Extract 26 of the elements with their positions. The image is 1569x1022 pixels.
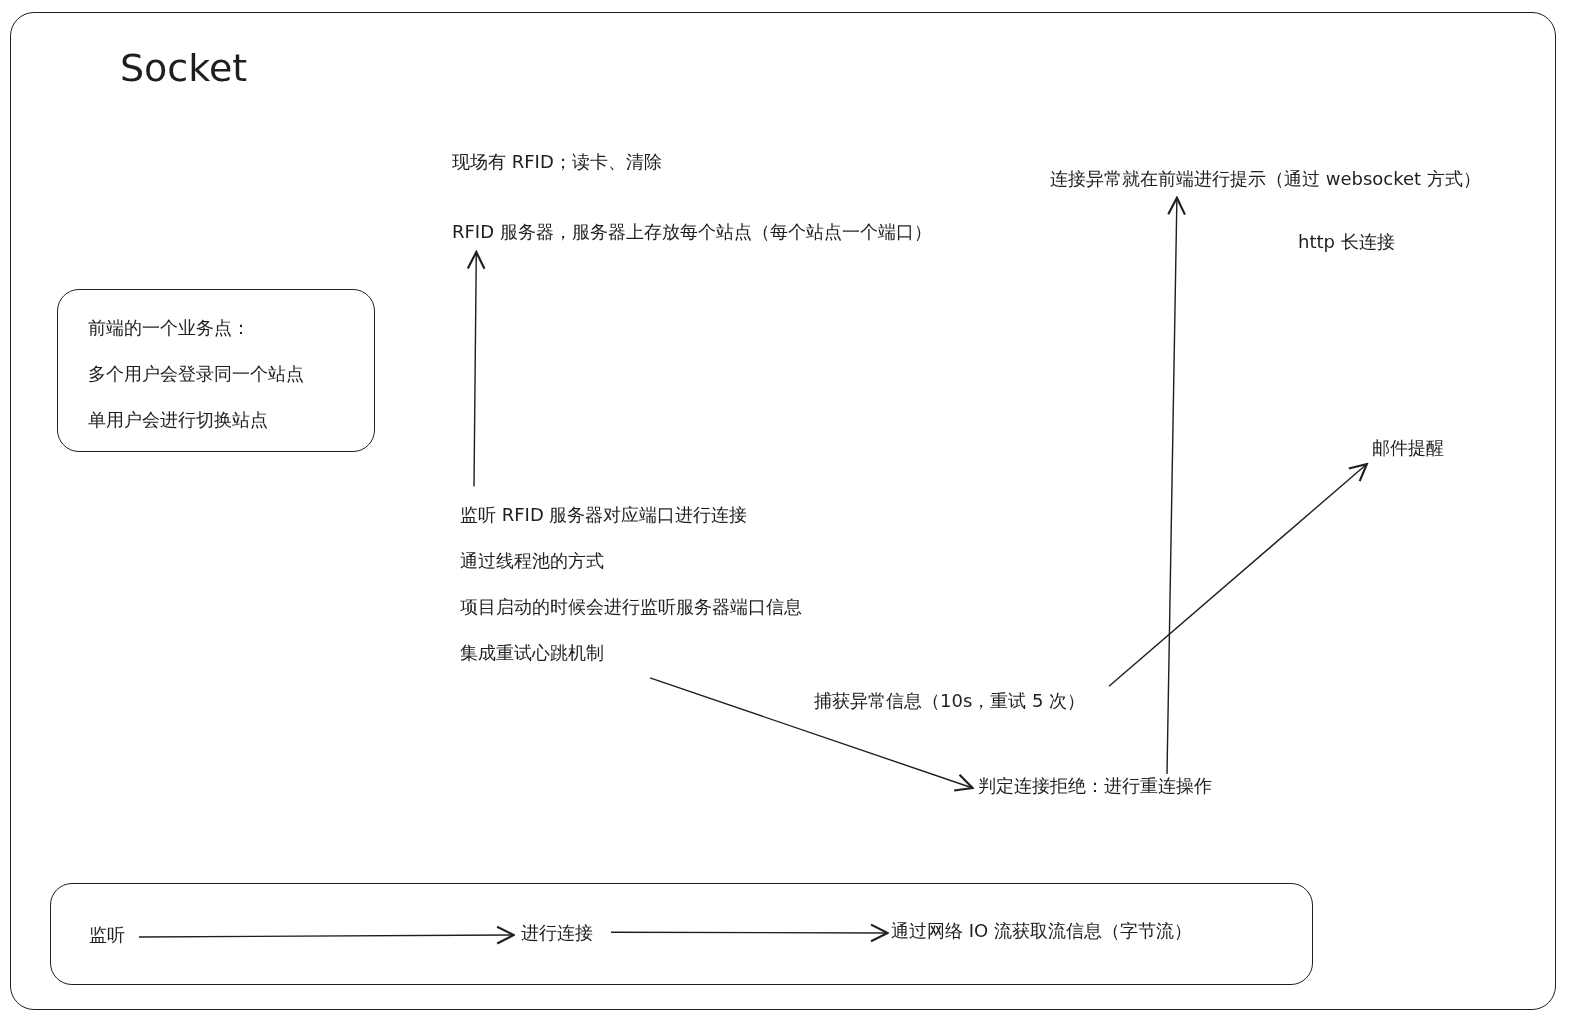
- label: 连接异常就在前端进行提示（通过 websocket 方式）: [1050, 167, 1482, 191]
- arrow: [1108, 462, 1368, 687]
- label: 进行连接: [521, 921, 594, 945]
- arrow: [466, 250, 486, 488]
- label: 通过网络 IO 流获取流信息（字节流）: [891, 919, 1193, 943]
- label: 现场有 RFID；读卡、清除: [452, 150, 663, 174]
- label: 监听: [89, 923, 126, 947]
- rounded-box: [57, 289, 375, 452]
- label: 通过线程池的方式: [460, 549, 605, 573]
- rounded-box: [50, 883, 1313, 985]
- title: Socket: [120, 45, 248, 92]
- label: RFID 服务器，服务器上存放每个站点（每个站点一个端口）: [452, 220, 933, 244]
- side-note: http 长连接: [1298, 230, 1395, 254]
- arrow: [649, 677, 974, 792]
- label: 监听 RFID 服务器对应端口进行连接: [460, 503, 749, 527]
- label: 多个用户会登录同一个站点: [88, 362, 305, 386]
- label: 邮件提醒: [1372, 436, 1445, 460]
- label: 捕获异常信息（10s，重试 5 次）: [814, 689, 1087, 713]
- arrow: [1166, 196, 1187, 775]
- label: 集成重试心跳机制: [460, 641, 605, 665]
- label: 前端的一个业务点：: [88, 316, 251, 340]
- label: 判定连接拒绝：进行重连操作: [978, 774, 1213, 798]
- label: 单用户会进行切换站点: [88, 408, 269, 432]
- arrow: [610, 923, 889, 943]
- label: 项目启动的时候会进行监听服务器端口信息: [460, 595, 803, 619]
- arrow: [138, 925, 515, 945]
